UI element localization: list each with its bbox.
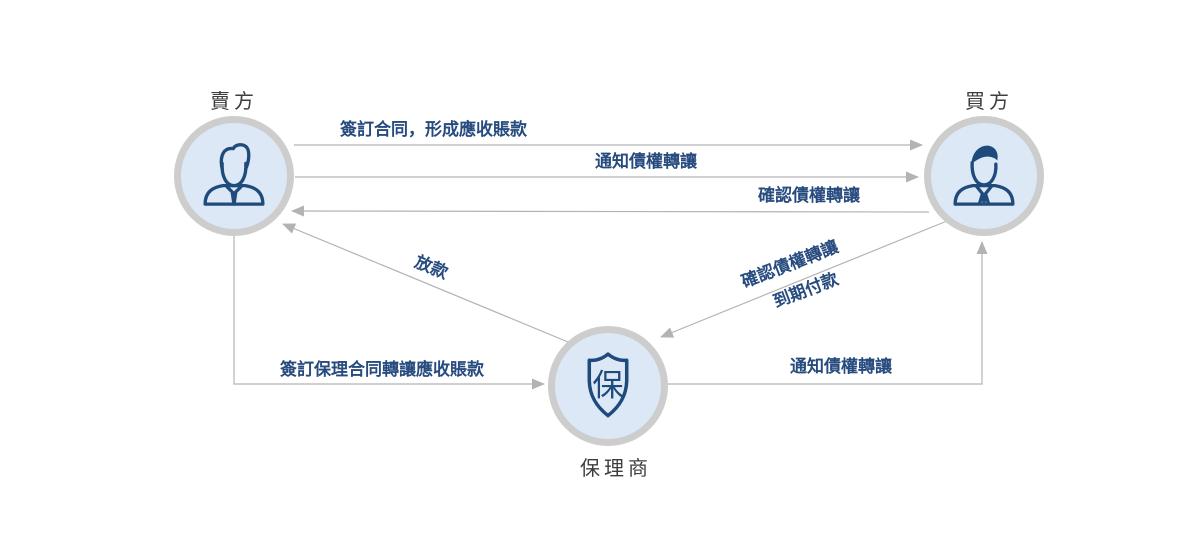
- flow-label-notify-assignment-top: 通知債權轉讓: [595, 152, 697, 172]
- businessman-icon: [953, 145, 1015, 206]
- flow-label-sign-contract: 簽訂合同，形成應收賬款: [340, 120, 527, 140]
- seller-node: [174, 116, 294, 236]
- arrow-confirm-assignment-diagonal: [660, 220, 948, 338]
- arrow-disburse-loan: [282, 223, 569, 343]
- factor-node: 保: [548, 326, 668, 446]
- shield-icon: 保: [587, 352, 629, 418]
- buyer-label: 買方: [965, 89, 1013, 113]
- flow-label-disburse-loan: 放款: [411, 252, 451, 284]
- seller-label: 賣方: [210, 89, 258, 113]
- factor-label: 保理商: [580, 456, 652, 480]
- flow-label-sign-factoring-contract: 簽訂保理合同轉讓應收賬款: [280, 360, 484, 380]
- shield-character: 保: [592, 368, 623, 404]
- arrow-confirm-assignment-top: [291, 205, 930, 217]
- businessman-icon: [203, 143, 265, 206]
- flow-label-notify-assignment-bottom: 通知債權轉讓: [790, 357, 892, 377]
- buyer-node: [924, 116, 1044, 236]
- flow-label-confirm-assignment-top: 確認債權轉讓: [758, 186, 860, 206]
